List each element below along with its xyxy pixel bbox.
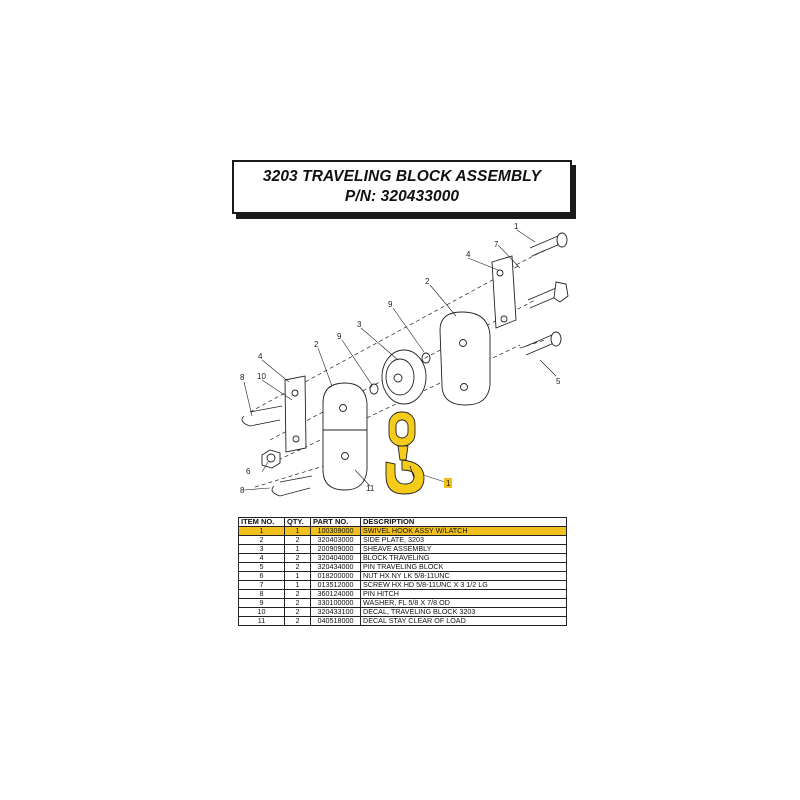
cell-item-no: 6 <box>238 571 285 581</box>
cell-qty: 2 <box>284 562 311 572</box>
callout-1-highlight <box>444 478 452 488</box>
cell-part-no: 320433100 <box>310 607 361 617</box>
washer-right <box>421 352 431 364</box>
cell-item-no: 2 <box>238 535 285 545</box>
nut <box>261 449 281 469</box>
cell-description: DECAL STAY CLEAR OF LOAD <box>360 616 567 626</box>
cell-qty: 2 <box>284 553 311 563</box>
cell-part-no: 320404000 <box>310 553 361 563</box>
cell-item-no: 1 <box>238 526 285 536</box>
callout-2-left: 2 <box>314 340 319 349</box>
sheave-assembly <box>381 349 427 405</box>
cell-description: SCREW HX HD 5/8-11UNC X 3 1/2 LG <box>360 580 567 590</box>
cell-item-no: 9 <box>238 598 285 608</box>
cell-description: DECAL, TRAVELING BLOCK 3203 <box>360 607 567 617</box>
swivel-hook <box>385 411 425 495</box>
screw-hex-head <box>527 281 569 309</box>
cell-qty: 1 <box>284 544 311 554</box>
callout-9-right: 9 <box>388 300 393 309</box>
block-traveling-left <box>284 375 307 453</box>
header-qty: QTY. <box>284 517 311 527</box>
block-traveling-right <box>491 255 517 329</box>
cell-description: PIN TRAVELING BLOCK <box>360 562 567 572</box>
header-description: DESCRIPTION <box>360 517 567 527</box>
cell-part-no: 040518000 <box>310 616 361 626</box>
callout-3: 3 <box>357 320 362 329</box>
hitch-pin-upper <box>241 405 283 427</box>
cell-description: SHEAVE ASSEMBLY <box>360 544 567 554</box>
cell-qty: 1 <box>284 526 311 536</box>
side-plate-right <box>439 311 491 406</box>
cell-part-no: 360124000 <box>310 589 361 599</box>
cell-qty: 2 <box>284 598 311 608</box>
callout-8-bottom: 8 <box>240 486 245 495</box>
hitch-pin-lower <box>271 475 313 497</box>
cell-item-no: 10 <box>238 607 285 617</box>
cell-description: SIDE PLATE, 3203 <box>360 535 567 545</box>
cell-description: PIN HITCH <box>360 589 567 599</box>
callout-1: 1 <box>446 479 451 488</box>
callout-4-left: 4 <box>258 352 263 361</box>
cell-part-no: 200909000 <box>310 544 361 554</box>
callout-11: 11 <box>366 484 375 493</box>
callout-2-right: 2 <box>425 277 430 286</box>
cell-part-no: 100309000 <box>310 526 361 536</box>
assembly-title: 3203 TRAVELING BLOCK ASSEMBLY <box>262 168 542 185</box>
callout-5-top: 1 <box>514 222 519 231</box>
cell-description: NUT HX NY LK 5/8-11UNC <box>360 571 567 581</box>
cell-qty: 2 <box>284 616 311 626</box>
cell-item-no: 7 <box>238 580 285 590</box>
callout-7: 7 <box>494 240 499 249</box>
callout-10: 10 <box>257 372 266 381</box>
cell-qty: 2 <box>284 535 311 545</box>
washer-left <box>369 383 379 395</box>
callout-9-left: 9 <box>337 332 342 341</box>
callout-4-right: 4 <box>466 250 471 259</box>
callout-labels: 1 7 4 2 9 3 9 2 4 8 10 5 6 8 11 1 <box>240 222 561 495</box>
cell-part-no: 320403000 <box>310 535 361 545</box>
cell-part-no: 018200000 <box>310 571 361 581</box>
cell-qty: 1 <box>284 571 311 581</box>
cell-item-no: 5 <box>238 562 285 572</box>
cell-description: WASHER, FL 5/8 X 7/8 OD <box>360 598 567 608</box>
leader-lines <box>243 229 557 491</box>
cell-qty: 2 <box>284 607 311 617</box>
cell-part-no: 013512000 <box>310 580 361 590</box>
cell-item-no: 11 <box>238 616 285 626</box>
table-header-row: ITEM NO. QTY. PART NO. DESCRIPTION <box>238 517 567 527</box>
cell-qty: 2 <box>284 589 311 599</box>
cell-item-no: 8 <box>238 589 285 599</box>
pin-traveling-block-top <box>529 232 568 257</box>
callout-6: 6 <box>246 467 251 476</box>
header-part-no: PART NO. <box>310 517 361 527</box>
cell-description: SWIVEL HOOK ASSY W/LATCH <box>360 526 567 536</box>
callout-5-bottom: 5 <box>556 377 561 386</box>
side-plate-left <box>322 382 368 491</box>
callout-8-top: 8 <box>240 373 245 382</box>
cell-item-no: 3 <box>238 544 285 554</box>
title-box: 3203 TRAVELING BLOCK ASSEMBLY P/N: 32043… <box>232 160 572 214</box>
cell-qty: 1 <box>284 580 311 590</box>
cell-description: BLOCK TRAVELING <box>360 553 567 563</box>
cell-part-no: 330100000 <box>310 598 361 608</box>
pin-traveling-block-bottom <box>523 331 562 356</box>
cell-part-no: 320434000 <box>310 562 361 572</box>
cell-item-no: 4 <box>238 553 285 563</box>
header-item-no: ITEM NO. <box>238 517 285 527</box>
part-number-title: P/N: 320433000 <box>344 188 460 205</box>
